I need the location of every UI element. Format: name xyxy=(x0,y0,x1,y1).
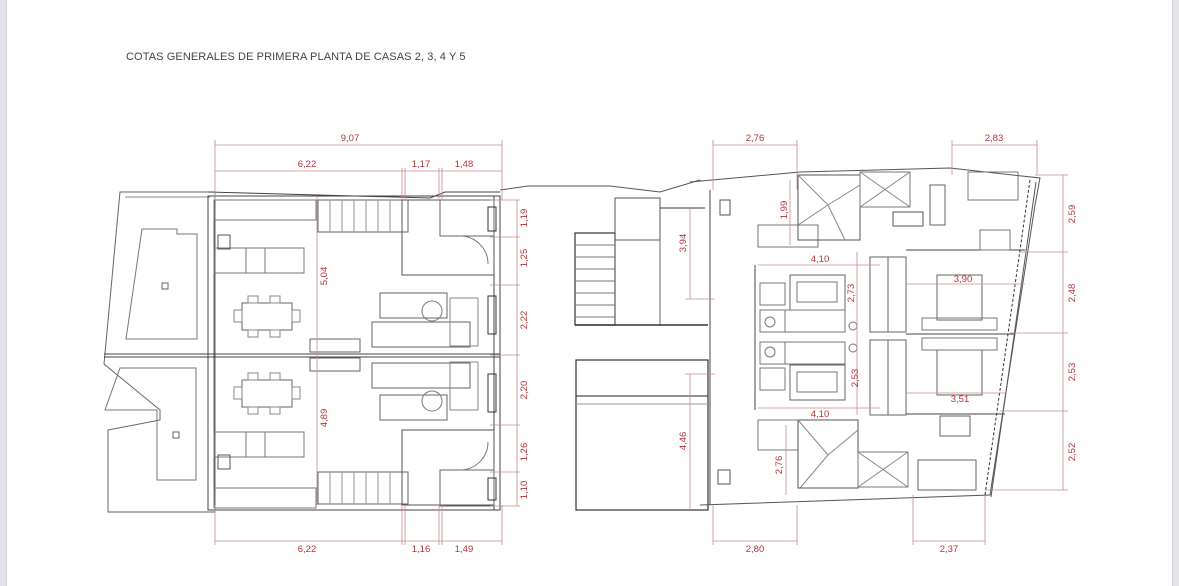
dim-right-int-4: 2,76 xyxy=(774,456,785,475)
dim-bedroom-2: 3,51 xyxy=(951,394,970,405)
dim-bedroom-1: 3,90 xyxy=(954,274,973,285)
dim-right-bottom-left: 2,80 xyxy=(746,544,765,555)
dim-left-total: 9,07 xyxy=(341,133,360,144)
dim-right-horiz-2: 4,10 xyxy=(811,409,830,420)
dim-left-side-4: 2,20 xyxy=(519,381,530,400)
dim-left-side-2: 1,25 xyxy=(519,249,530,268)
viewer-right-scrollbar[interactable] xyxy=(1172,0,1179,586)
dim-right-side-4: 2,52 xyxy=(1067,443,1078,462)
dim-left-side-1: 1,19 xyxy=(519,209,530,228)
dim-left-vert-1: 5,04 xyxy=(319,267,330,286)
dim-right-bottom-right: 2,37 xyxy=(940,544,959,555)
dim-left-side-6: 1,10 xyxy=(519,481,530,500)
dim-right-int-3: 2,53 xyxy=(850,369,861,388)
dim-right-top-right: 2,83 xyxy=(985,133,1004,144)
dim-right-side-2: 2,48 xyxy=(1067,284,1078,303)
dim-center-2: 4,46 xyxy=(678,432,689,451)
dim-left-top-1: 6,22 xyxy=(298,159,317,170)
dim-right-int-2: 2,73 xyxy=(846,284,857,303)
document-page: COTAS GENERALES DE PRIMERA PLANTA DE CAS… xyxy=(7,0,1172,586)
dim-right-top-left: 2,76 xyxy=(746,133,765,144)
dim-center-1: 3,94 xyxy=(678,234,689,253)
dim-left-bottom-2: 1,16 xyxy=(412,544,431,555)
dim-right-int-1: 1,99 xyxy=(779,201,790,220)
viewer-left-edge xyxy=(0,0,7,586)
dim-left-side-5: 1,26 xyxy=(519,443,530,462)
dim-left-vert-2: 4,89 xyxy=(319,409,330,428)
dim-right-side-3: 2,53 xyxy=(1067,363,1078,382)
dim-left-top-3: 1,48 xyxy=(455,159,474,170)
dim-left-bottom-1: 6,22 xyxy=(298,544,317,555)
dim-left-bottom-3: 1,49 xyxy=(455,544,474,555)
dim-right-side-1: 2,59 xyxy=(1067,205,1078,224)
page-title: COTAS GENERALES DE PRIMERA PLANTA DE CAS… xyxy=(126,51,466,63)
dim-left-top-2: 1,17 xyxy=(412,159,431,170)
dim-left-side-3: 2,22 xyxy=(519,311,530,330)
dim-right-horiz-1: 4,10 xyxy=(811,254,830,265)
